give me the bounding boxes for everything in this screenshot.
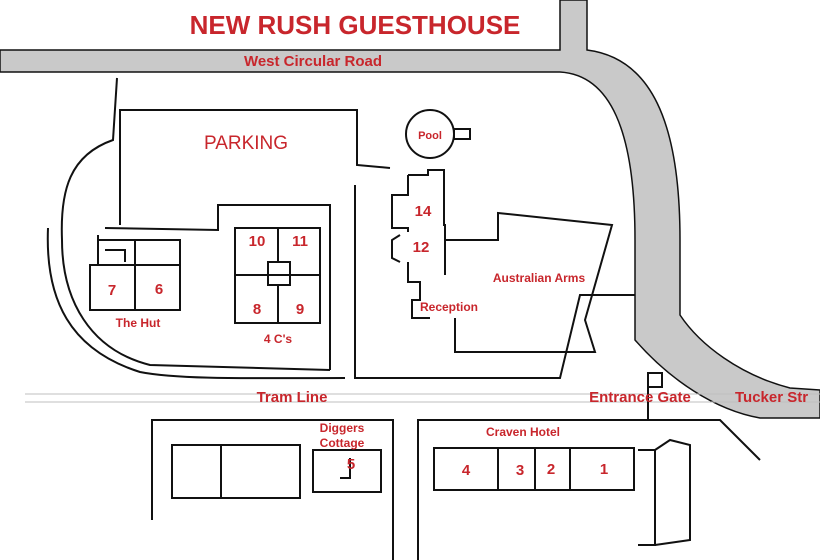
entrance-gate-label: Entrance Gate: [589, 389, 691, 406]
room-11: 11: [292, 233, 308, 250]
south-left-block: [151, 419, 394, 560]
room-8: 8: [253, 301, 261, 318]
tram-line-label: Tram Line: [257, 389, 328, 406]
west-circular-road-shape: [0, 0, 820, 419]
reception-label: Reception: [420, 300, 478, 314]
room-10: 10: [249, 233, 266, 250]
pool-shape: [405, 109, 471, 159]
four-cs-label: 4 C's: [264, 332, 293, 346]
room-1: 1: [600, 461, 608, 478]
room-numbers: 7 6 10 11 8 9 14 12 5 4 3 2 1: [108, 203, 608, 479]
room-2: 2: [547, 461, 555, 478]
map-title: NEW RUSH GUESTHOUSE: [190, 10, 521, 40]
four-cs-building: [234, 227, 321, 324]
craven-hotel-block: [417, 419, 761, 560]
room-7: 7: [108, 282, 116, 299]
main-units-building: [391, 169, 614, 353]
room-14: 14: [415, 203, 432, 220]
room-5: 5: [347, 456, 355, 473]
pool-label: Pool: [418, 130, 442, 142]
room-12: 12: [413, 239, 430, 256]
diggers-cottage-label-line2: Cottage: [320, 436, 365, 450]
tram-line-rails: [25, 393, 820, 403]
roads: [0, 0, 820, 419]
craven-hotel-label: Craven Hotel: [486, 425, 560, 439]
entrance-gate: [647, 372, 663, 420]
diggers-cottage-label-line1: Diggers: [320, 421, 365, 435]
room-9: 9: [296, 301, 304, 318]
west-circular-road-label: West Circular Road: [244, 53, 382, 70]
boundary-lines: [46, 77, 635, 380]
australian-arms-label: Australian Arms: [493, 271, 586, 285]
parking-label: PARKING: [204, 133, 288, 154]
tucker-street-label: Tucker Str: [735, 389, 808, 406]
room-3: 3: [516, 462, 524, 479]
room-6: 6: [155, 281, 163, 298]
the-hut-building: [89, 235, 181, 311]
the-hut-label: The Hut: [116, 316, 161, 330]
room-4: 4: [462, 462, 471, 479]
